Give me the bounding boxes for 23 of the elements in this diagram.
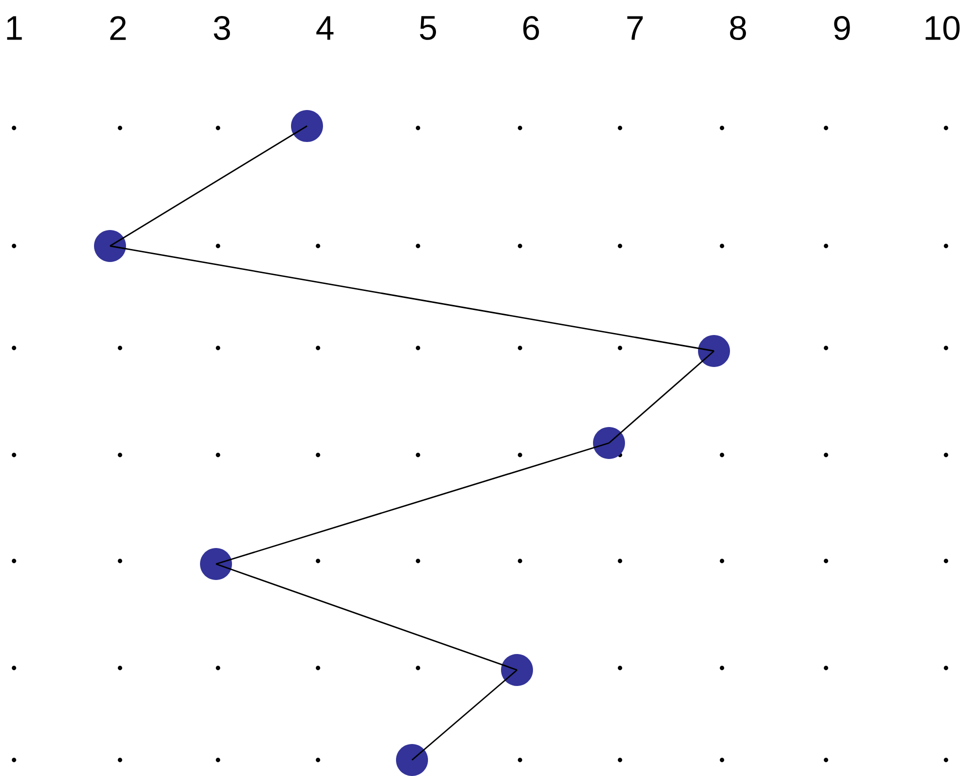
connecting-line — [110, 125, 308, 247]
connecting-line — [110, 245, 714, 352]
column-number: 1 — [7, 16, 22, 40]
column-number: 9 — [834, 16, 850, 40]
point-marker — [291, 110, 323, 142]
point-marker — [698, 335, 730, 367]
column-number: 5 — [420, 16, 436, 40]
connecting-line — [216, 442, 610, 565]
point-marker — [593, 427, 625, 459]
column-number: 8 — [730, 16, 746, 40]
point-marker — [396, 744, 428, 776]
column-number: 3 — [214, 16, 230, 40]
connecting-line — [608, 350, 714, 444]
point-marker — [200, 548, 232, 580]
column-number: 4 — [316, 16, 334, 40]
point-marker — [94, 230, 126, 262]
column-number: 10 — [926, 16, 960, 40]
connecting-line — [412, 669, 518, 761]
point-marker — [501, 654, 533, 686]
column-number: 2 — [110, 16, 126, 40]
column-number: 6 — [523, 16, 539, 40]
column-number: 7 — [627, 16, 643, 40]
connecting-line — [216, 563, 518, 671]
